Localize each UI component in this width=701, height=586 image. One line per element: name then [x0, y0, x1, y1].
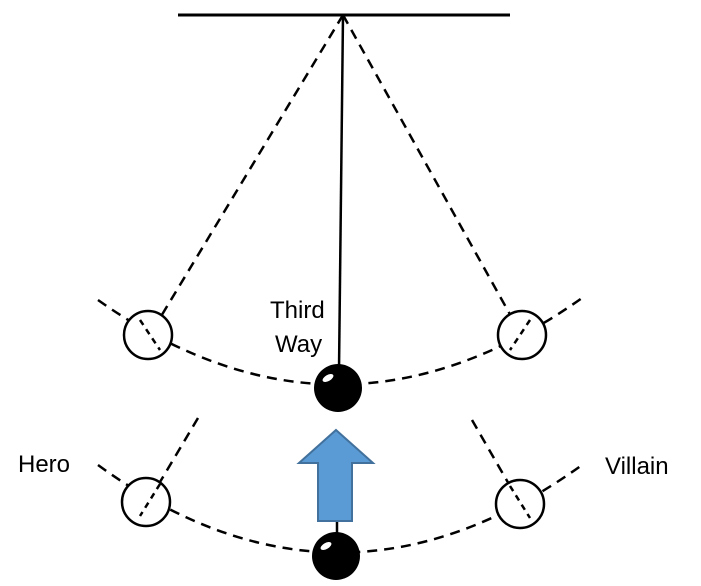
lower-bob — [312, 532, 360, 580]
lower-right-ghost-bob — [494, 478, 546, 530]
right-swing-string — [341, 14, 514, 319]
lower-left-string-segment — [158, 417, 200, 483]
hero-label: Hero — [18, 451, 70, 478]
upper-left-ghost-bob — [122, 309, 174, 361]
villain-label: Villain — [605, 453, 669, 480]
lower-right-string-segment — [470, 419, 512, 487]
lower-left-ghost-bob — [120, 476, 172, 528]
left-swing-string — [158, 14, 345, 319]
upper-right-ghost-bob — [496, 309, 548, 361]
third-way-label-line2: Way — [275, 331, 322, 358]
third-way-label-line1: Third — [270, 297, 325, 324]
pendulum-string — [337, 14, 345, 371]
up-arrow-icon — [296, 428, 376, 522]
third-way-bob — [314, 364, 362, 412]
